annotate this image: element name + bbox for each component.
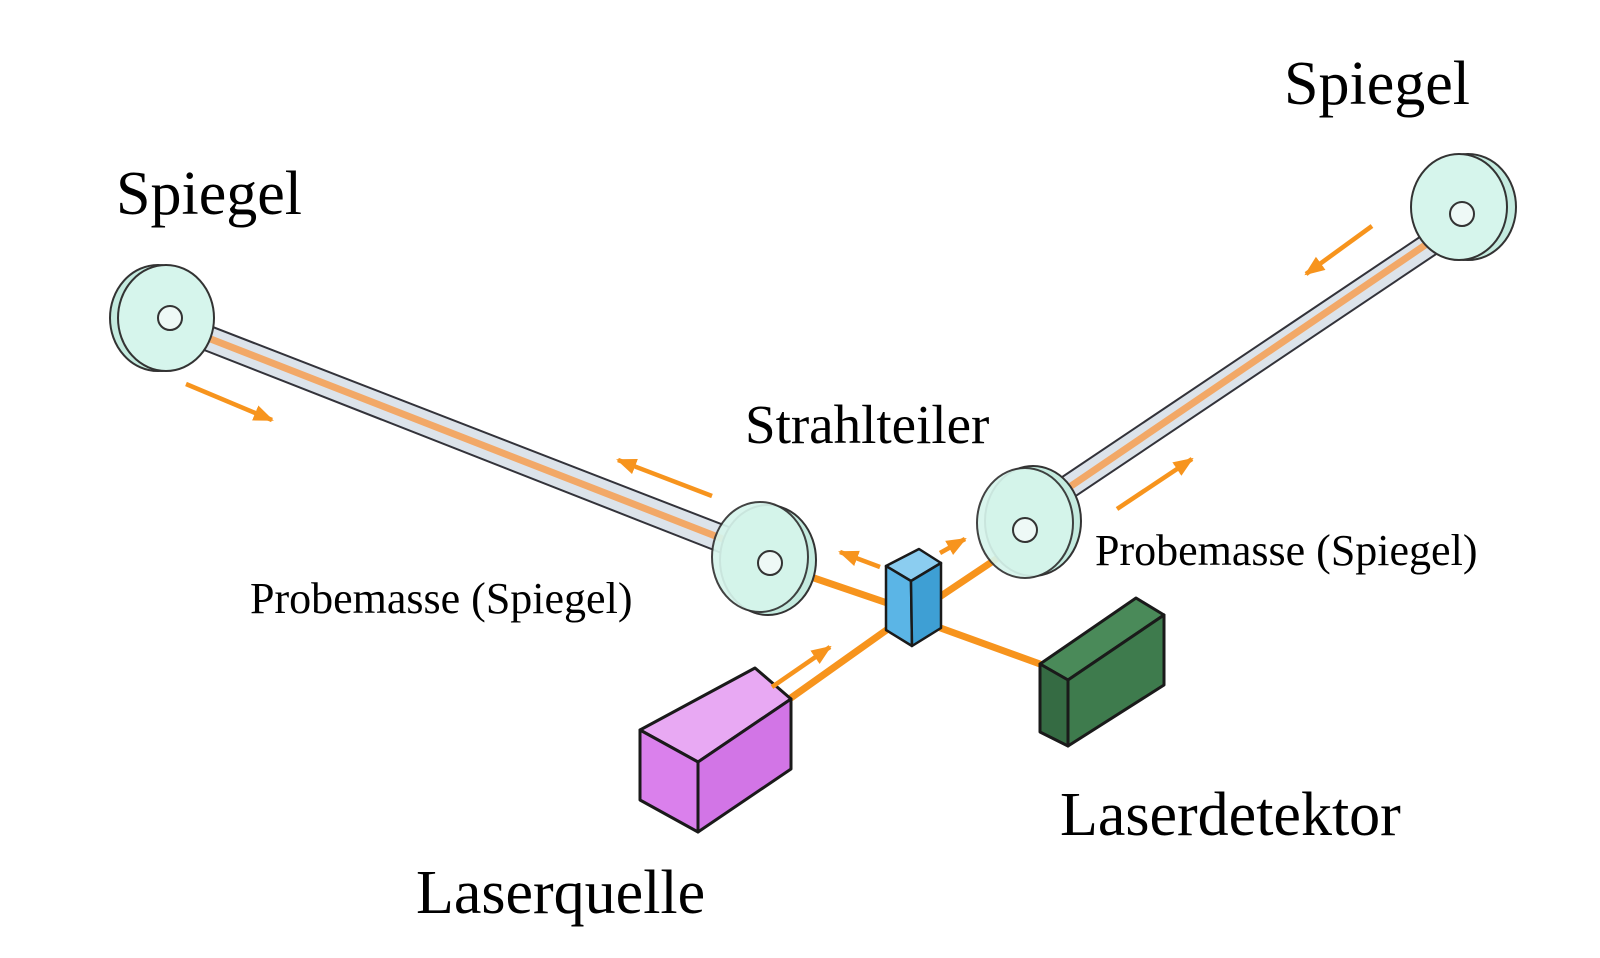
label-mirror-left: Spiegel — [116, 160, 302, 228]
left-arm-tube — [154, 303, 754, 563]
label-test-mass-right: Probemasse (Spiegel) — [1095, 526, 1477, 575]
direction-arrows — [185, 224, 1374, 689]
laser-detector — [1038, 596, 1166, 748]
arrow-right-inner — [1115, 457, 1194, 511]
right-arm-tube — [1014, 210, 1474, 530]
label-laser-source: Laserquelle — [416, 859, 705, 927]
arrow-splitter-left — [838, 549, 881, 570]
label-laser-detector: Laserdetektor — [1060, 781, 1401, 849]
beam-splitter — [884, 547, 943, 648]
arrow-left-inner — [616, 457, 713, 499]
arrow-right-outer — [1304, 224, 1374, 276]
laser-source — [638, 666, 793, 834]
test-mass-left — [711, 501, 817, 616]
label-test-mass-left: Probemasse (Spiegel) — [250, 574, 632, 623]
mirror-left — [109, 264, 215, 372]
mirror-right — [1410, 153, 1517, 261]
label-mirror-right: Spiegel — [1284, 50, 1470, 118]
arrow-splitter-right — [938, 537, 967, 555]
label-beam-splitter: Strahlteiler — [745, 394, 989, 455]
beam-source-detector — [784, 615, 1044, 704]
arrow-source — [770, 645, 832, 689]
arrow-left-outer — [185, 381, 274, 423]
test-mass-right — [976, 465, 1082, 579]
